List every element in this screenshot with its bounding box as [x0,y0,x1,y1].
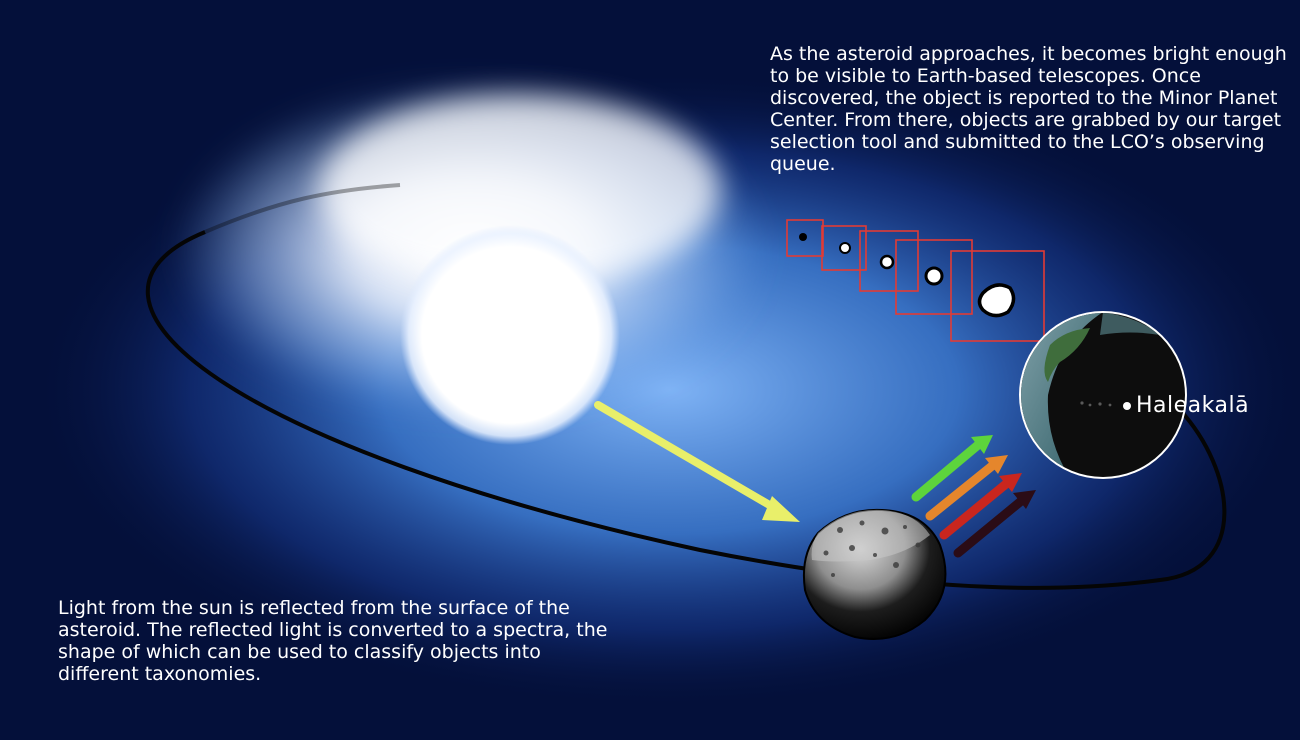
sun-flare [320,95,720,285]
sunlight-arrow [594,401,800,522]
sun [400,225,620,445]
earth [1019,311,1187,479]
reflected-spectrum-arrows [911,435,1036,558]
orbit-far-side [204,183,401,234]
spectrum-arrow-green [911,435,993,502]
asteroid-detections [799,233,1016,318]
haleakala-marker [1123,402,1131,410]
asteroid [802,508,947,640]
spectrum-arrow-orange [925,455,1008,521]
detection-frame [786,219,824,257]
haleakala-label: Haleakalā [1136,393,1250,418]
reflection-caption: Light from the sun is reflected from the… [58,597,608,685]
spectrum-arrow-dark [953,490,1036,558]
spectrum-arrow-red [939,473,1022,540]
detection-caption: As the asteroid approaches, it becomes b… [770,43,1287,175]
detection-frame [950,250,1045,342]
detection-frame [821,225,867,271]
detection-frame [895,239,973,315]
detection-frame [859,230,919,292]
detection-frames [786,219,1045,342]
